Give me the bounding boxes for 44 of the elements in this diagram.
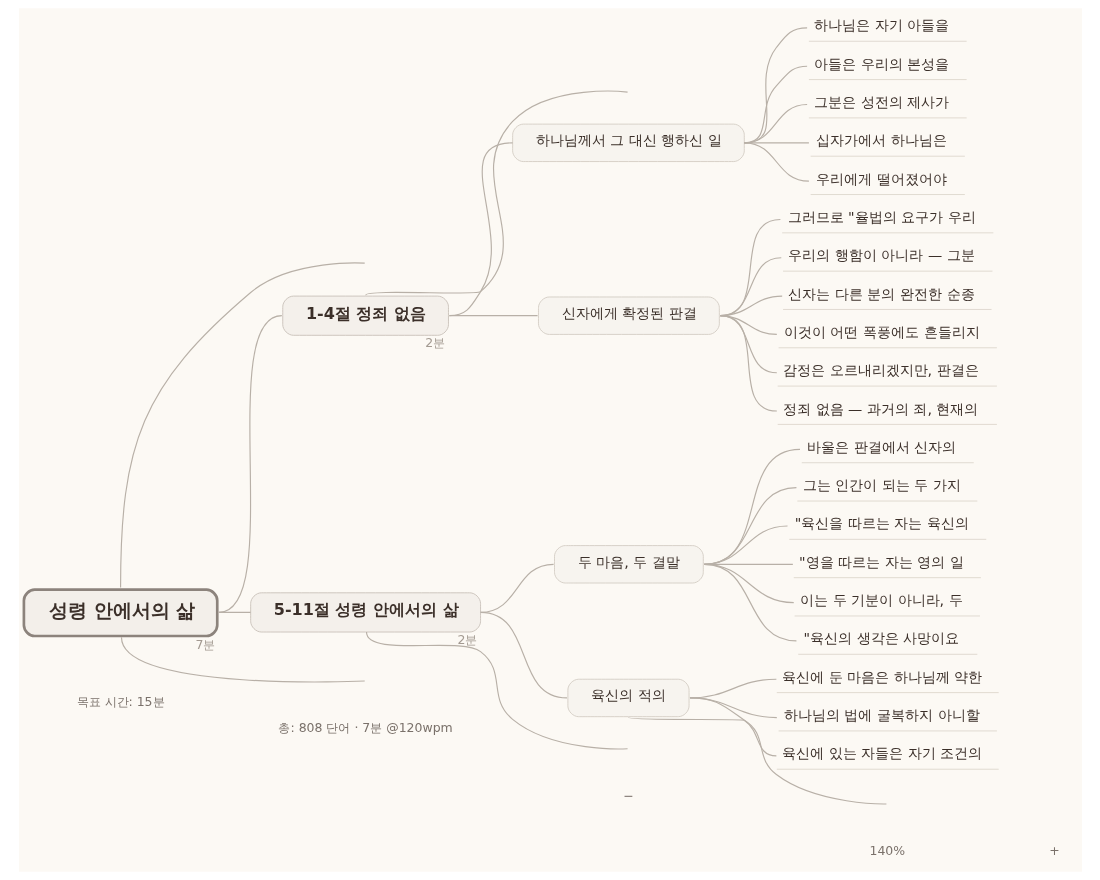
- node-label: 2분: [456, 631, 477, 647]
- node-text: 감정은 오르내리겠지만, 판결은: [782, 362, 979, 379]
- node-text: 이것이 어떤 폭풍에도 흔들리지: [783, 323, 980, 340]
- node-text: 그러므로 "율법의 요구가 우리: [787, 208, 976, 225]
- label: −: [622, 788, 634, 804]
- connector: [119, 262, 365, 589]
- connector: [703, 487, 797, 565]
- connector: [719, 315, 777, 412]
- node-text: 하나님의 법에 굴복하지 아니할: [783, 707, 980, 724]
- connector: [703, 448, 801, 565]
- connector: [688, 697, 777, 757]
- connector: [120, 636, 365, 683]
- connector: [217, 611, 251, 613]
- node-text: 육신에 있는 자들은 자기 조건의: [781, 745, 982, 762]
- node-text: 우리의 행함이 아니라 — 그분: [787, 247, 975, 264]
- node-text: 하나님은 자기 아들을: [813, 17, 949, 34]
- node-text: 이는 두 기분이 아니라, 두: [799, 592, 963, 609]
- node-text: "영을 따르는 자는 영의 일: [798, 553, 964, 570]
- node-text: 그분은 성전의 제사가: [813, 94, 949, 111]
- node-text: "육신의 생각은 사망이요: [803, 630, 959, 647]
- node-text: 그는 인간이 되는 두 가지: [802, 477, 961, 494]
- connector: [703, 563, 797, 642]
- label: 총: 808 단어 · 7분 @120wpm: [277, 720, 453, 736]
- node-text: 십자가에서 하나님은: [815, 132, 947, 149]
- connector: [217, 315, 282, 613]
- node-text: 육신에 둔 마음은 하나님께 약한: [781, 668, 982, 685]
- connector: [627, 716, 887, 805]
- node-text: "육신을 따르는 자는 육신의: [794, 515, 969, 532]
- label: +: [1048, 843, 1060, 859]
- node-text: 정죄 없음 — 과거의 죄, 현재의: [782, 400, 978, 417]
- label: 140%: [868, 843, 905, 859]
- node-text: 신자는 다른 분의 완전한 순종: [787, 285, 975, 302]
- connector: [743, 142, 809, 182]
- node-text: 우리에게 떨어졌어야: [815, 170, 947, 187]
- connector: [719, 315, 777, 374]
- label: 목표 시간: 15분: [76, 693, 165, 709]
- node-label: 2분: [424, 335, 445, 351]
- connector: [364, 90, 628, 296]
- connector: [365, 631, 628, 750]
- node-text: 바울은 판결에서 신자의: [806, 438, 956, 455]
- node-text: 아들은 우리의 본성을: [813, 55, 949, 72]
- connector: [479, 611, 568, 699]
- node-label: 7분: [194, 637, 215, 653]
- connector: [448, 315, 538, 317]
